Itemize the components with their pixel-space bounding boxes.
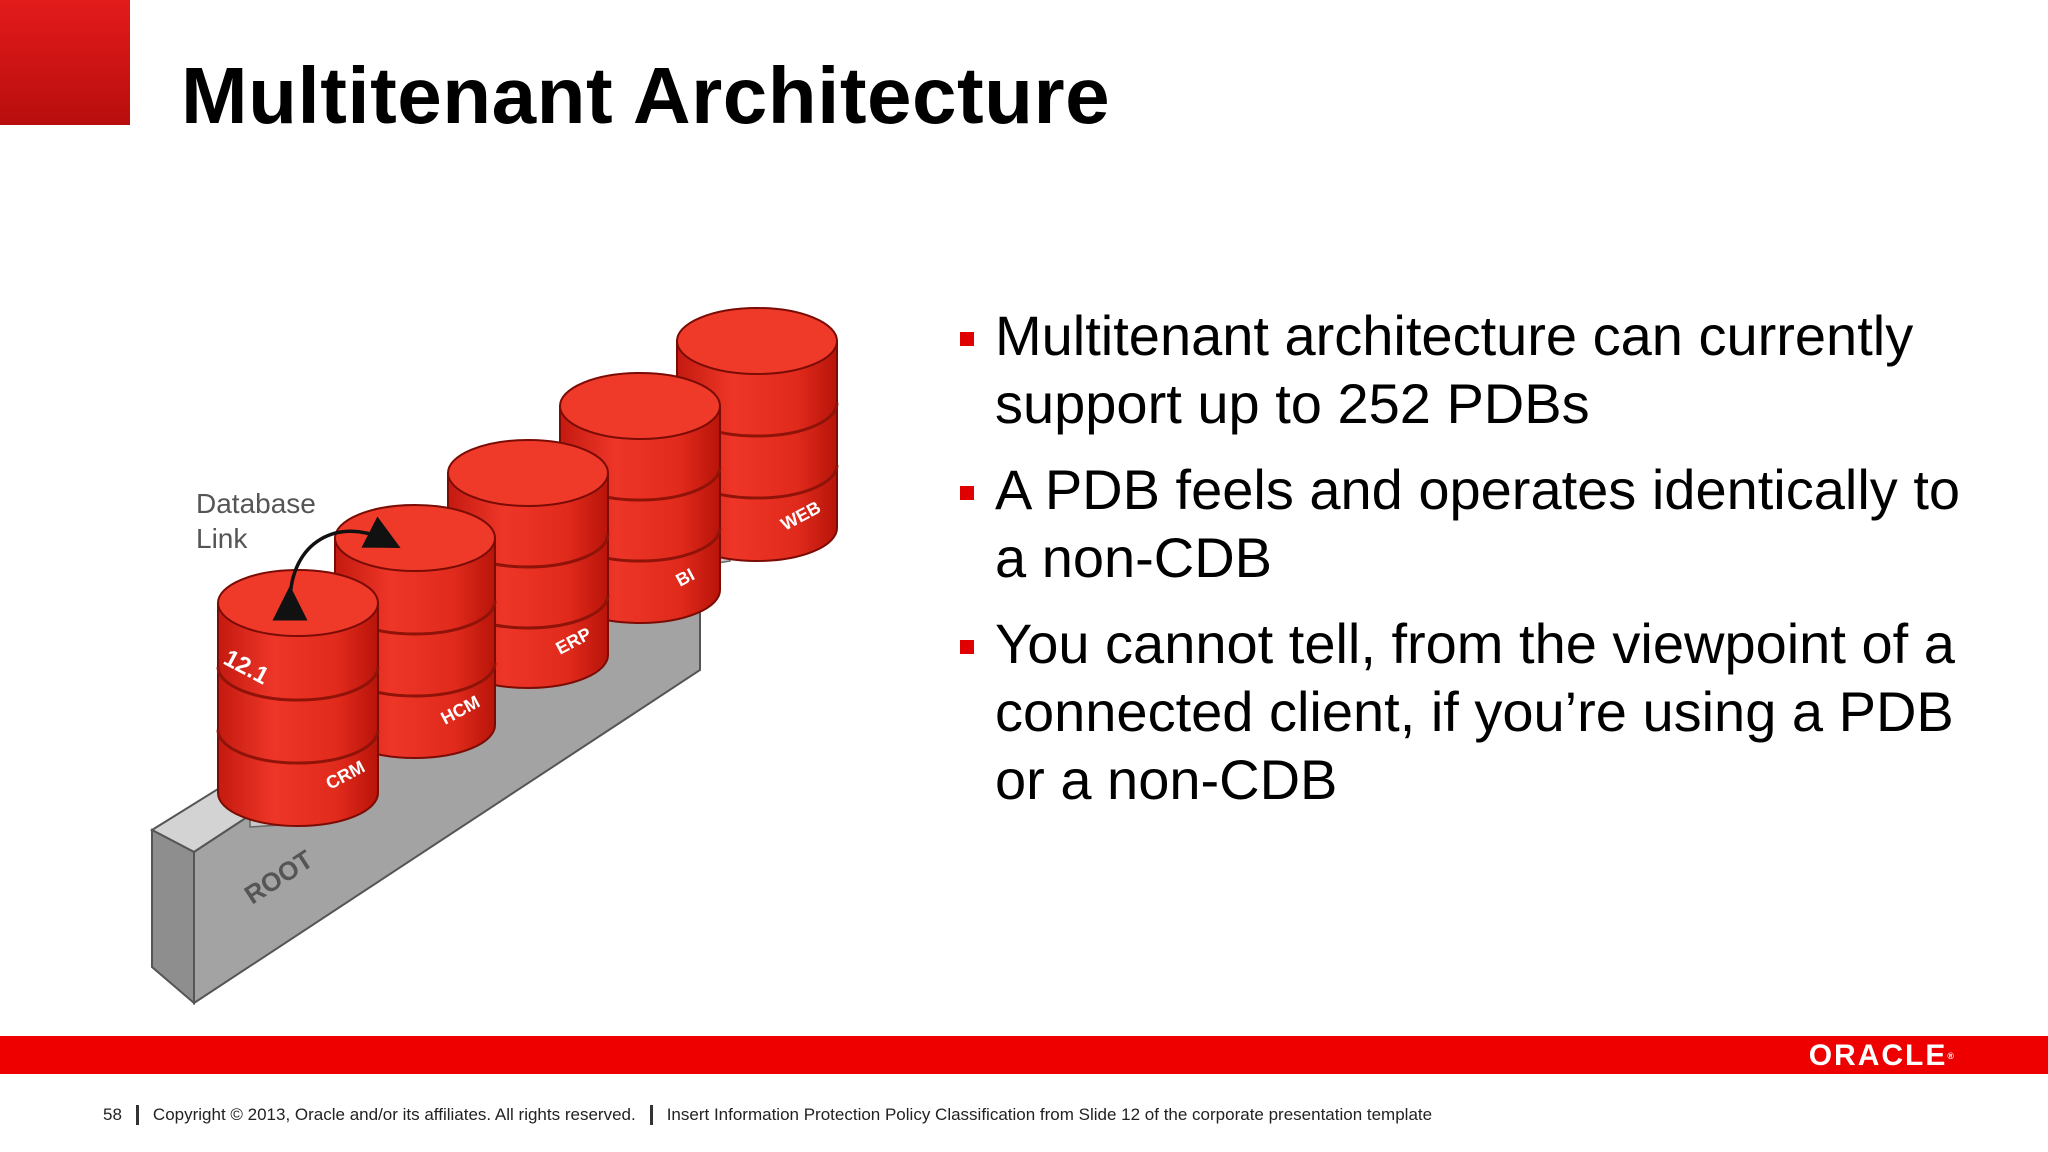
bullet-item: Multitenant architecture can currently s…: [960, 302, 2000, 438]
database-link-label-line1: Database: [196, 488, 316, 519]
bullet-list: Multitenant architecture can currently s…: [960, 302, 2000, 832]
multitenant-diagram: ROOT WEB BI ERP HCM: [149, 307, 839, 1006]
footer-divider: [135, 1104, 139, 1125]
bullet-text: A PDB feels and operates identically to …: [995, 458, 1961, 589]
database-link-arrow: [272, 516, 401, 621]
page-number: 58: [103, 1105, 122, 1124]
footer: 58 Copyright © 2013, Oracle and/or its af…: [103, 1104, 1432, 1126]
bullet-item: A PDB feels and operates identically to …: [960, 456, 2000, 592]
footer-red-band: [0, 1036, 2048, 1074]
bullet-square-icon: [960, 640, 974, 654]
footer-divider: [649, 1104, 653, 1125]
bullet-text: Multitenant architecture can currently s…: [995, 304, 1914, 435]
bullet-text: You cannot tell, from the viewpoint of a…: [995, 612, 1955, 811]
copyright-text: Copyright © 2013, Oracle and/or its affi…: [152, 1105, 636, 1124]
oracle-logo: ORACLE®: [1809, 1039, 1954, 1073]
classification-text: Insert Information Protection Policy Cla…: [666, 1105, 1433, 1124]
oracle-logo-text: ORACLE: [1808, 1039, 1948, 1072]
cylinder-crm: 12.1 CRM: [216, 569, 380, 827]
database-link-label-line2: Link: [196, 523, 248, 554]
bullet-square-icon: [960, 486, 974, 500]
bullet-square-icon: [960, 332, 974, 346]
bullet-item: You cannot tell, from the viewpoint of a…: [960, 610, 2000, 814]
oracle-logo-mark: ®: [1947, 1051, 1954, 1061]
slide-title: Multitenant Architecture: [181, 51, 1111, 140]
corner-accent-block: [0, 0, 130, 125]
